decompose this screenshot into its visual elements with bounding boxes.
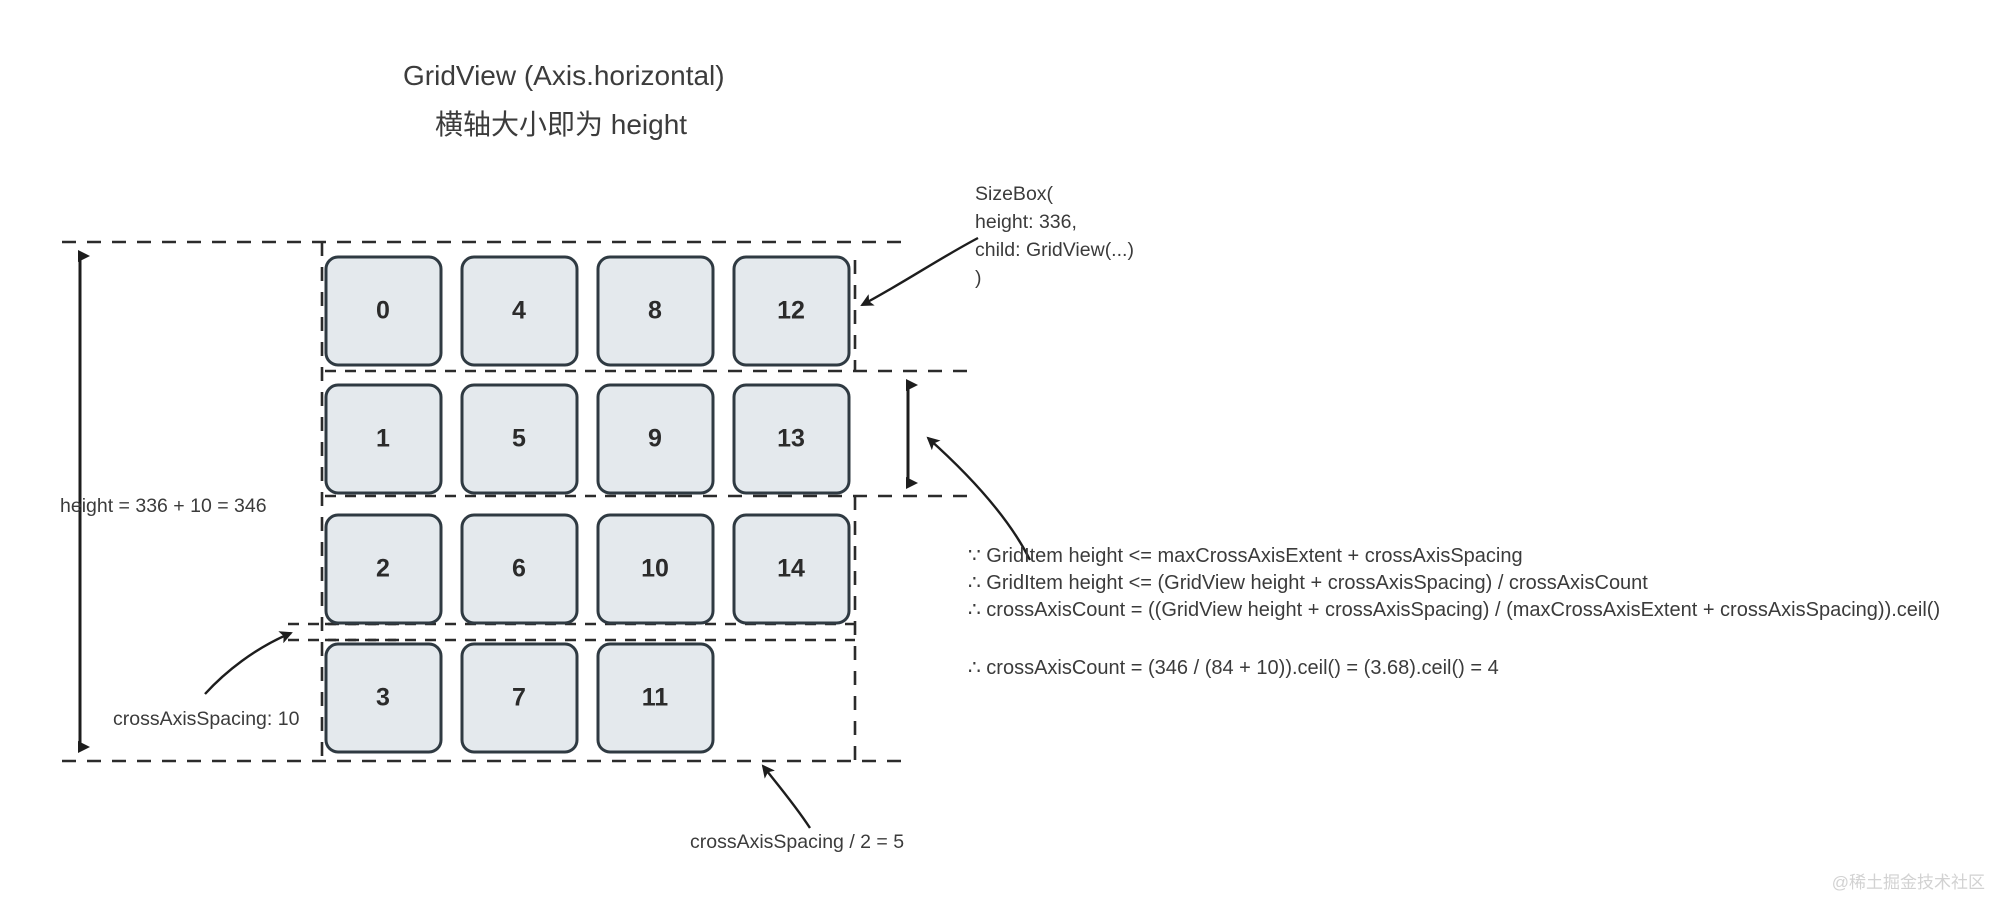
leader-item-height xyxy=(926,436,1032,561)
grid-cell-label: 8 xyxy=(648,297,662,325)
grid-cell-rect[interactable] xyxy=(596,642,715,754)
grid-cell[interactable]: 14 xyxy=(732,513,851,625)
grid-cell-label: 1 xyxy=(376,425,390,453)
grid-column: 8 9 10 11 xyxy=(596,255,715,754)
grid-cell-rect[interactable] xyxy=(460,513,579,625)
grid-cell-rect[interactable] xyxy=(596,383,715,495)
sizebox-annotation-line2: height: 336, xyxy=(975,211,1077,233)
grid-cell-rect[interactable] xyxy=(732,513,851,625)
grid-cell-label: 4 xyxy=(512,297,526,325)
grid-cell-rect[interactable] xyxy=(460,642,579,754)
cross-axis-spacing-half-label: crossAxisSpacing / 2 = 5 xyxy=(690,831,904,853)
formula-line-2: ∴ GridItem height <= (GridView height + … xyxy=(968,572,1648,594)
grid-cell-rect[interactable] xyxy=(596,513,715,625)
grid-cell-label: 13 xyxy=(777,425,805,453)
grid-cell-label: 10 xyxy=(641,555,669,583)
grid-cell[interactable]: 13 xyxy=(732,383,851,495)
grid-cell[interactable]: 11 xyxy=(596,642,715,754)
leader-sizebox xyxy=(860,236,979,307)
height-measure-label: height = 336 + 10 = 346 xyxy=(60,495,267,517)
watermark: @稀土掘金技术社区 xyxy=(1832,873,1985,892)
grid-cell-label: 3 xyxy=(376,684,390,712)
grid-cell[interactable]: 9 xyxy=(596,383,715,495)
grid-cell-label: 7 xyxy=(512,684,526,712)
grid-cell-label: 0 xyxy=(376,297,390,325)
grid-cell-rect[interactable] xyxy=(732,255,851,367)
cross-axis-spacing-label: crossAxisSpacing: 10 xyxy=(113,708,300,730)
sizebox-annotation-line4: ) xyxy=(975,267,982,289)
page-title-line2: 横轴大小即为 height xyxy=(435,109,687,140)
grid-cell[interactable]: 0 xyxy=(324,255,443,367)
grid-cell[interactable]: 2 xyxy=(324,513,443,625)
grid-cell-label: 2 xyxy=(376,555,390,583)
grid-cell-rect[interactable] xyxy=(324,642,443,754)
grid-cell-rect[interactable] xyxy=(732,383,851,495)
grid-cell[interactable]: 8 xyxy=(596,255,715,367)
grid-cell-rect[interactable] xyxy=(324,255,443,367)
grid-column: 0 1 2 3 xyxy=(324,255,443,754)
grid-cell-rect[interactable] xyxy=(596,255,715,367)
grid-column: 12 13 14 xyxy=(732,255,851,625)
grid-cell-label: 14 xyxy=(777,555,805,583)
grid-cell-label: 5 xyxy=(512,425,526,453)
sizebox-annotation-line1: SizeBox( xyxy=(975,183,1054,205)
page-title-line1: GridView (Axis.horizontal) xyxy=(403,60,725,91)
grid-cell[interactable]: 10 xyxy=(596,513,715,625)
grid-cell[interactable]: 3 xyxy=(324,642,443,754)
grid-cell-label: 9 xyxy=(648,425,662,453)
grid-cell-label: 6 xyxy=(512,555,526,583)
grid-cell[interactable]: 4 xyxy=(460,255,579,367)
grid-cell[interactable]: 7 xyxy=(460,642,579,754)
grid-cell[interactable]: 6 xyxy=(460,513,579,625)
grid-cell-rect[interactable] xyxy=(460,255,579,367)
leader-cross-axis-spacing xyxy=(204,631,293,695)
grid-cell-rect[interactable] xyxy=(460,383,579,495)
grid-cell[interactable]: 12 xyxy=(732,255,851,367)
grid-cell-label: 11 xyxy=(642,684,669,712)
formula-line-3: ∴ crossAxisCount = ((GridView height + c… xyxy=(968,599,1940,621)
grid-cell[interactable]: 5 xyxy=(460,383,579,495)
grid-cell-rect[interactable] xyxy=(324,383,443,495)
leader-cross-axis-spacing-half xyxy=(761,764,812,829)
sizebox-annotation-line3: child: GridView(...) xyxy=(975,239,1134,261)
grid-column: 4 5 6 7 xyxy=(460,255,579,754)
formula-line-1: ∵ GridItem height <= maxCrossAxisExtent … xyxy=(968,545,1523,567)
grid-cell-label: 12 xyxy=(777,297,805,325)
grid-cell-rect[interactable] xyxy=(324,513,443,625)
grid-cell[interactable]: 1 xyxy=(324,383,443,495)
formula-line-4: ∴ crossAxisCount = (346 / (84 + 10)).cei… xyxy=(968,657,1499,679)
